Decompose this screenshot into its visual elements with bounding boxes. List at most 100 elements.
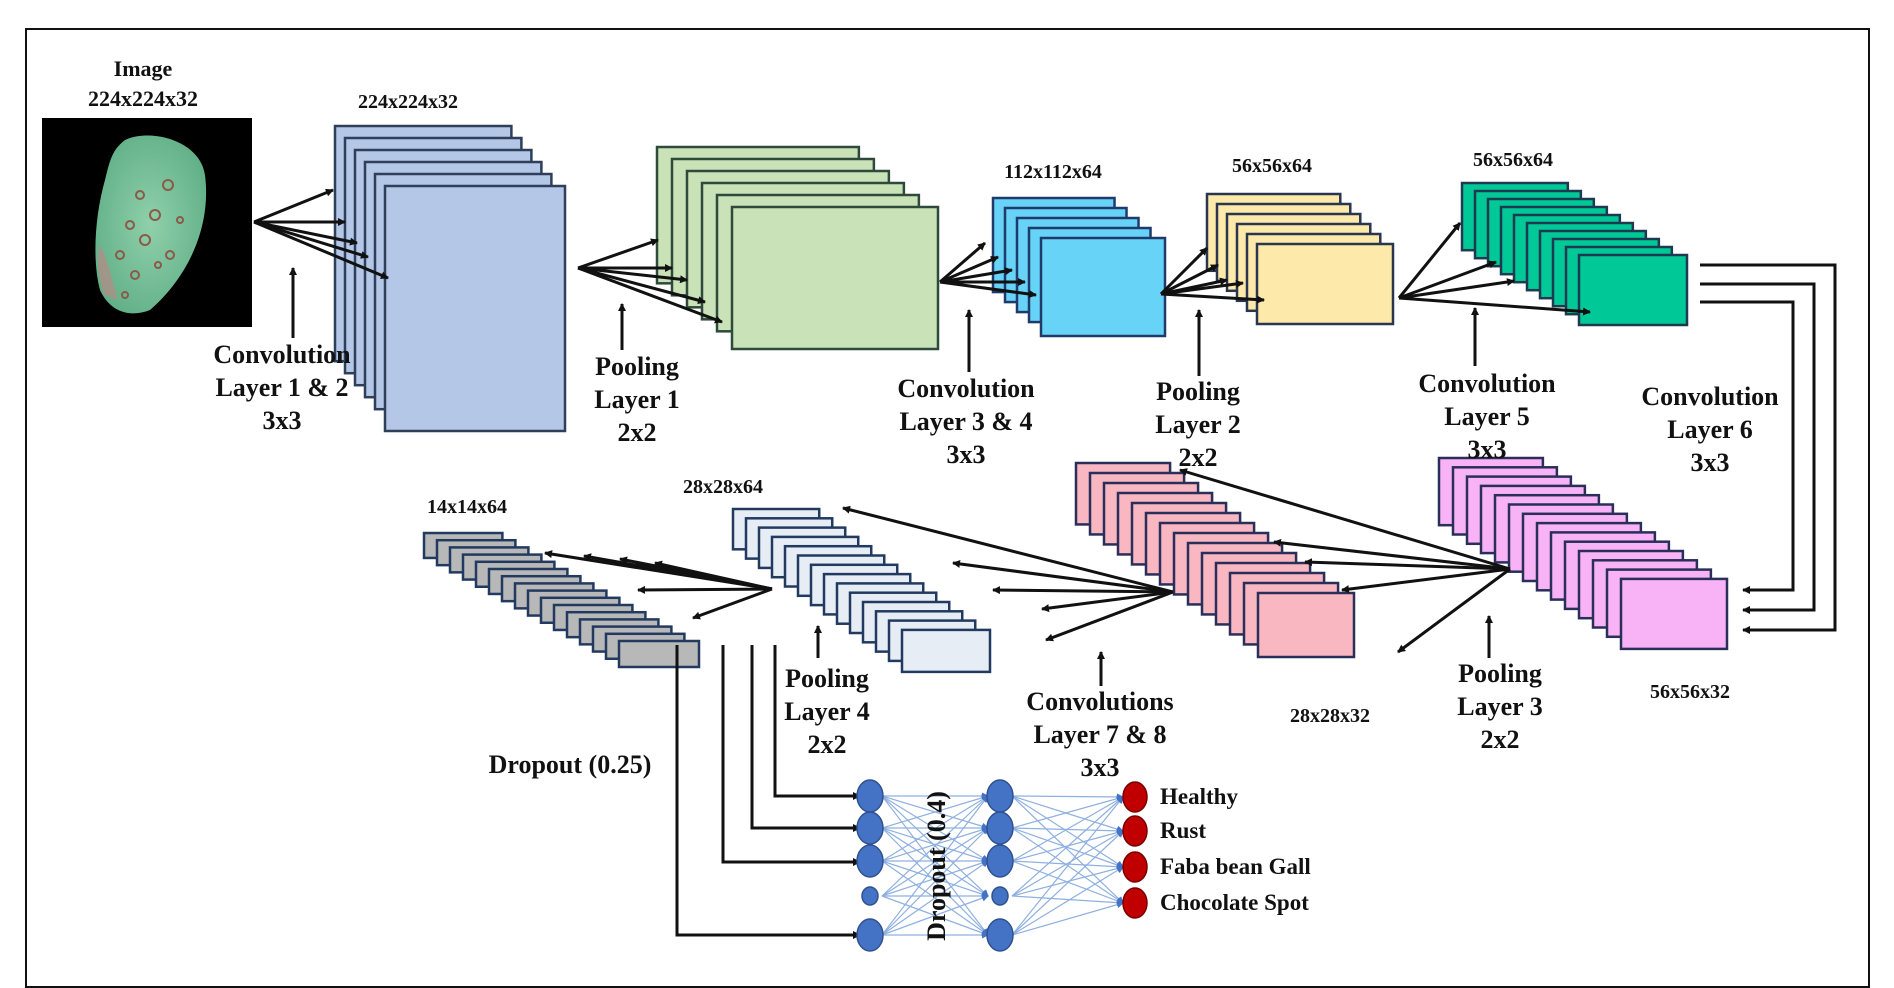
- fan-arrow-conv12: [253, 220, 389, 280]
- input-title: Image: [114, 56, 173, 81]
- fan-arrow-conv34: [939, 255, 999, 284]
- fan-arrow-conv78: [1045, 590, 1174, 642]
- operation-label-line: 3x3: [263, 406, 302, 435]
- feature-map-stack-pool1: [655, 145, 940, 351]
- fan-arrow-pool3: [1273, 538, 1511, 571]
- fan-arrow-pool1: [577, 266, 723, 324]
- operation-label-line: Convolution: [897, 374, 1035, 403]
- fan-arrow-pool3: [1179, 468, 1511, 571]
- output-neuron: [1122, 851, 1148, 883]
- flatten-connection-line: [750, 645, 861, 832]
- output-connection: [1011, 901, 1124, 936]
- feature-map-size-label: 28x28x64: [683, 476, 763, 498]
- input-size: 224x224x32: [88, 86, 198, 111]
- fan-arrow-pool3: [1397, 567, 1511, 654]
- fan-arrow-conv5: [1398, 278, 1515, 300]
- operation-label-line: Layer 5: [1444, 402, 1529, 431]
- skip-connection-line: [1700, 300, 1795, 594]
- feature-map: [617, 639, 701, 669]
- operation-label-line: Layer 6: [1667, 415, 1752, 444]
- operation-label-line: Layer 4: [784, 697, 869, 726]
- operation-label-line: Layer 3 & 4: [899, 407, 1032, 436]
- feature-map-stack-pool2: 56x56x64: [1205, 155, 1395, 326]
- operation-label-line: 3x3: [1081, 753, 1120, 782]
- output-neuron: [1122, 815, 1148, 847]
- dropout-04-label: Dropout (0.4): [922, 791, 951, 941]
- fan-arrow-conv5: [1398, 296, 1591, 316]
- skip-connection-line: [1700, 263, 1837, 634]
- dense-layer-2-neuron: [986, 779, 1014, 813]
- feature-map-stack-conv5: 56x56x64: [1460, 149, 1689, 327]
- fan-arrow-pool1: [577, 238, 659, 270]
- feature-map: [1255, 242, 1395, 326]
- output-connection: [1011, 795, 1124, 829]
- fan-arrow-conv12: [253, 220, 369, 259]
- fan-arrow-conv12: [253, 220, 358, 246]
- dense-layer-2-neuron: [991, 886, 1009, 906]
- fan-arrow-conv34: [939, 241, 986, 284]
- output-connection: [1011, 865, 1124, 897]
- output-connection: [1011, 830, 1124, 897]
- dense-connection: [881, 826, 989, 862]
- class-label: Rust: [1160, 818, 1206, 843]
- operation-label-line: Pooling: [1458, 659, 1542, 688]
- feature-map-stack-conv12: 224x224x32: [333, 91, 567, 433]
- output-connection: [1011, 796, 1124, 936]
- fan-arrow-conv34: [939, 280, 1037, 299]
- operation-label-line: Layer 1: [594, 385, 679, 414]
- feature-map: [1256, 591, 1356, 659]
- dense-connection: [881, 859, 989, 897]
- feature-map-stack-conv78: 28x28x64: [683, 476, 992, 674]
- flatten-connection-line: [773, 645, 861, 800]
- dense-layer-1-neuron: [856, 918, 884, 952]
- dense-layer-2-neuron: [986, 844, 1014, 878]
- output-neuron: [1122, 887, 1148, 919]
- dropout-025-label: Dropout (0.25): [489, 750, 652, 779]
- fan-arrow-pool4: [654, 560, 773, 591]
- input-leaf-image: [42, 118, 252, 327]
- feature-map-stack-pool3: 28x28x32: [1074, 461, 1370, 727]
- operation-label-line: Convolution: [1418, 369, 1556, 398]
- dense-connection: [881, 894, 989, 936]
- operation-label-line: 2x2: [808, 730, 847, 759]
- output-connection: [1011, 795, 1124, 868]
- output-connection: [1011, 830, 1124, 936]
- dense-layer-2-neuron: [986, 811, 1014, 845]
- feature-map-stack-conv34: 112x112x64: [991, 161, 1167, 338]
- fan-arrow-conv78: [992, 586, 1174, 595]
- fan-arrow-pool4: [692, 587, 773, 620]
- operation-label-line: Pooling: [785, 664, 869, 693]
- fan-arrow-pool4: [637, 585, 773, 594]
- feature-map: [730, 205, 940, 351]
- dense-connection: [881, 794, 989, 829]
- dense-connection: [881, 795, 989, 936]
- flatten-connection-line: [675, 645, 861, 939]
- operation-label-line: 3x3: [1691, 448, 1730, 477]
- operation-label-line: 3x3: [947, 440, 986, 469]
- skip-connection-line: [1700, 282, 1816, 614]
- fan-arrow-pool2: [1159, 246, 1209, 296]
- feature-map: [1619, 577, 1729, 651]
- operation-label-line: Layer 2: [1155, 410, 1240, 439]
- dense-layer-1-neuron: [861, 886, 879, 906]
- output-connection: [1011, 793, 1124, 801]
- dense-layer-1-neuron: [856, 811, 884, 845]
- feature-map-size-label: 14x14x64: [427, 496, 507, 518]
- operation-label-line: Layer 7 & 8: [1033, 720, 1166, 749]
- fan-arrow-conv78: [1041, 590, 1174, 613]
- feature-map: [900, 628, 992, 674]
- fan-arrow-conv5: [1397, 222, 1462, 299]
- operation-label-line: Pooling: [1156, 377, 1240, 406]
- output-connection: [1011, 895, 1124, 907]
- flatten-connection-line: [721, 645, 861, 866]
- fan-arrow-conv5: [1398, 260, 1497, 300]
- feature-map: [383, 184, 567, 433]
